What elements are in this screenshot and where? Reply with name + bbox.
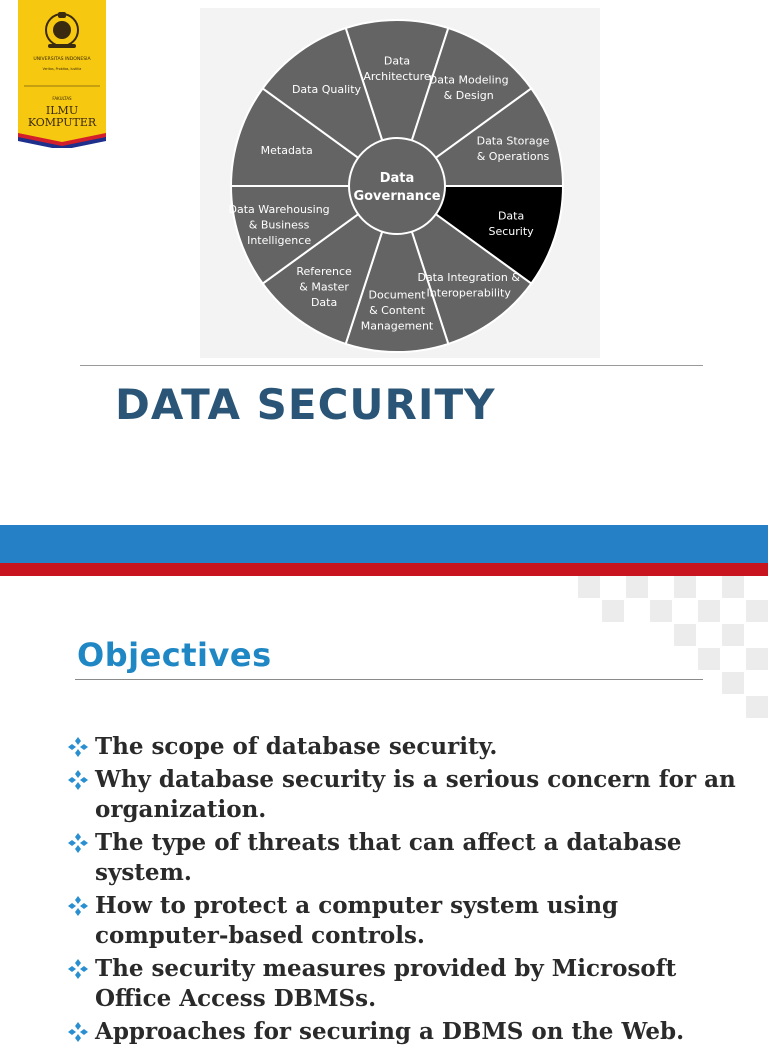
objective-item: The security measures provided by Micros… xyxy=(67,954,747,1014)
wheel-segment-label: Data Integration &Interoperability xyxy=(417,271,520,300)
wheel-segment xyxy=(344,182,450,354)
four-diamond-bullet-icon xyxy=(68,959,88,979)
logo-faculty-label: FAKULTAS xyxy=(52,96,72,101)
slide-title: DATA SECURITY xyxy=(115,380,496,429)
objective-item: Approaches for securing a DBMS on the We… xyxy=(67,1017,747,1047)
wheel-segment xyxy=(261,26,399,189)
title-divider xyxy=(80,365,703,366)
logo-faculty-line2: KOMPUTER xyxy=(28,116,97,129)
objective-item: How to protect a computer system using c… xyxy=(67,891,747,951)
objectives-list: The scope of database security. Why data… xyxy=(67,732,747,1050)
objective-item: The type of threats that can affect a da… xyxy=(67,828,747,888)
objective-text: The security measures provided by Micros… xyxy=(95,955,677,1012)
university-logo: UNIVERSITAS INDONESIA Veritas, Probitas,… xyxy=(18,0,106,148)
four-diamond-bullet-icon xyxy=(68,737,88,757)
objective-text: Approaches for securing a DBMS on the We… xyxy=(95,1018,685,1045)
objective-text: Why database security is a serious conce… xyxy=(95,766,736,823)
objective-item: Why database security is a serious conce… xyxy=(67,765,747,825)
wheel-segment-label: Metadata xyxy=(261,144,313,157)
header-band-red xyxy=(0,563,768,576)
wheel-segment-label: Data Modeling& Design xyxy=(429,74,509,103)
logo-motto: Veritas, Probitas, Iustitia xyxy=(43,67,82,71)
wheel-segment xyxy=(344,18,450,190)
four-diamond-bullet-icon xyxy=(68,1022,88,1042)
wheel-center xyxy=(348,137,446,235)
objectives-title: Objectives xyxy=(77,636,272,674)
wheel-segment xyxy=(395,26,533,189)
makara-emblem-icon xyxy=(45,12,79,48)
objectives-divider xyxy=(75,679,703,680)
wheel-center-line1: Data xyxy=(380,171,415,186)
checker-decoration xyxy=(578,576,768,718)
objective-item: The scope of database security. xyxy=(67,732,747,762)
logo-faculty-line1: ILMU xyxy=(46,104,78,117)
wheel-segment-label: Data Storage& Operations xyxy=(477,135,550,164)
wheel-center-line2: Governance xyxy=(353,189,440,204)
four-diamond-bullet-icon xyxy=(68,833,88,853)
logo-university: UNIVERSITAS INDONESIA xyxy=(33,56,91,62)
header-band-blue xyxy=(0,525,768,563)
wheel-segment xyxy=(261,183,399,346)
objective-text: The type of threats that can affect a da… xyxy=(95,829,682,886)
objective-text: The scope of database security. xyxy=(95,733,498,760)
wheel-segment xyxy=(395,183,533,346)
four-diamond-bullet-icon xyxy=(68,896,88,916)
wheel-segment-label: Data Quality xyxy=(292,83,362,96)
objective-text: How to protect a computer system using c… xyxy=(95,892,619,949)
title-slide: UNIVERSITAS INDONESIA Veritas, Probitas,… xyxy=(18,0,703,429)
four-diamond-bullet-icon xyxy=(68,770,88,790)
